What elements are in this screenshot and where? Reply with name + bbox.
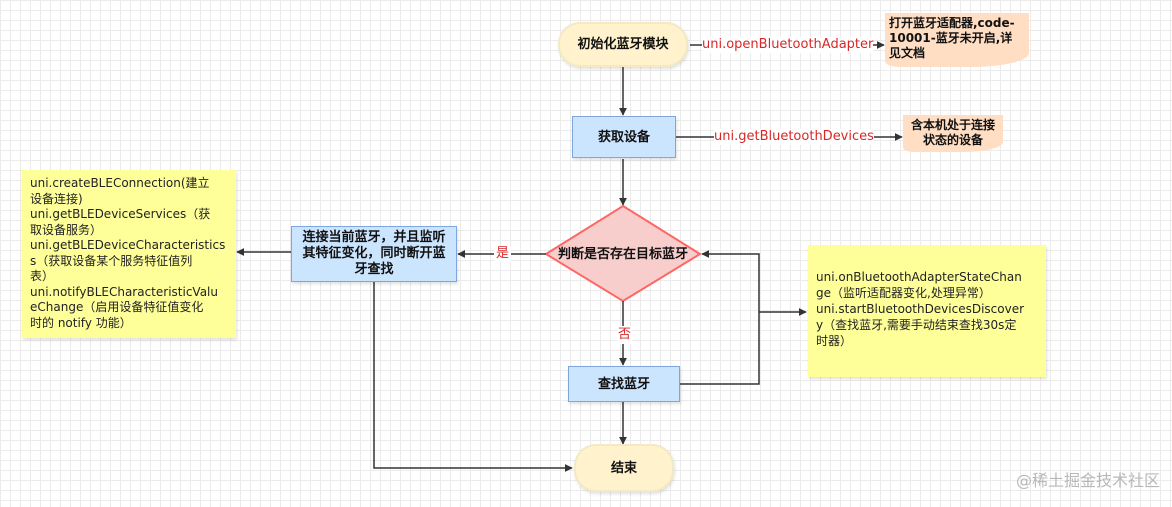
init-label: 初始化蓝牙模块 [577, 37, 669, 52]
right-note-line-5: 时器） [816, 334, 853, 348]
left-note-line-9: eChange（启用设备特征值变化 [30, 300, 204, 314]
devices-doc-line-2: 状态的设备 [922, 133, 983, 147]
connect-label-line-2: 其特征变化，同时断开蓝 [302, 246, 446, 261]
left-note-line-1: uni.createBLEConnection(建立 [30, 176, 210, 190]
edge-connect-to-end [373, 282, 573, 472]
left-note-line-4: 取设备服务） [30, 222, 103, 237]
yes-label: 是 [494, 246, 512, 262]
no-label: 否 [617, 326, 633, 344]
connect-label-line-1: 连接当前蓝牙，并且监听 [302, 230, 446, 245]
left-note-line-10: 时的 notify 功能） [30, 315, 132, 330]
left-api-note: uni.createBLEConnection(建立 设备连接) uni.get… [22, 170, 236, 338]
left-note-line-2: 设备连接) [30, 191, 83, 206]
adapter-doc: 打开蓝牙适配器,code- 10001-蓝牙未开启,详 见文档 [885, 13, 1029, 67]
get-devices-label: 获取设备 [597, 129, 650, 145]
left-note-line-3: uni.getBLEDeviceServices（获 [30, 207, 211, 221]
adapter-doc-line-1: 打开蓝牙适配器,code- [889, 16, 1015, 30]
adapter-doc-line-2: 10001-蓝牙未开启,详 [889, 31, 1013, 45]
left-note-line-5: uni.getBLEDeviceCharacteristics [30, 238, 226, 252]
get-devices-node[interactable]: 获取设备 [572, 116, 676, 158]
get-devices-api-label: uni.getBluetoothDevices [714, 129, 874, 145]
end-label: 结束 [610, 460, 637, 476]
end-node[interactable]: 结束 [574, 444, 674, 492]
decision-label: 判断是否存在目标蓝牙 [557, 246, 688, 262]
right-note-line-2: ge（监听适配器变化,处理异常） [816, 286, 991, 300]
left-note-line-6: s（获取设备某个服务特征值列 [30, 253, 193, 268]
connect-node[interactable]: 连接当前蓝牙，并且监听 其特征变化，同时断开蓝 牙查找 [291, 226, 457, 282]
connect-label-line-3: 牙查找 [354, 262, 394, 277]
decision-node[interactable]: 判断是否存在目标蓝牙 [556, 230, 690, 278]
right-note-line-1: uni.onBluetoothAdapterStateChan [816, 270, 1022, 284]
edge-search-loop-to-decision [680, 250, 760, 385]
devices-doc: 含本机处于连接 状态的设备 [903, 115, 1003, 152]
left-note-line-7: 表） [30, 269, 55, 283]
right-api-note: uni.onBluetoothAdapterStateChan ge（监听适配器… [808, 245, 1046, 377]
right-note-line-3: uni.startBluetoothDevicesDiscover [816, 302, 1025, 316]
init-node[interactable]: 初始化蓝牙模块 [558, 22, 688, 67]
adapter-doc-line-3: 见文档 [889, 46, 926, 60]
search-label: 查找蓝牙 [597, 376, 650, 392]
search-node[interactable]: 查找蓝牙 [568, 366, 680, 402]
left-note-line-8: uni.notifyBLECharacteristicValu [30, 284, 218, 299]
right-note-line-4: y（查找蓝牙,需要手动结束查找30s定 [816, 318, 1017, 332]
watermark: @稀土掘金技术社区 [1015, 471, 1160, 490]
devices-doc-line-1: 含本机处于连接 [910, 118, 995, 132]
open-adapter-label: uni.openBluetoothAdapter [702, 37, 874, 53]
